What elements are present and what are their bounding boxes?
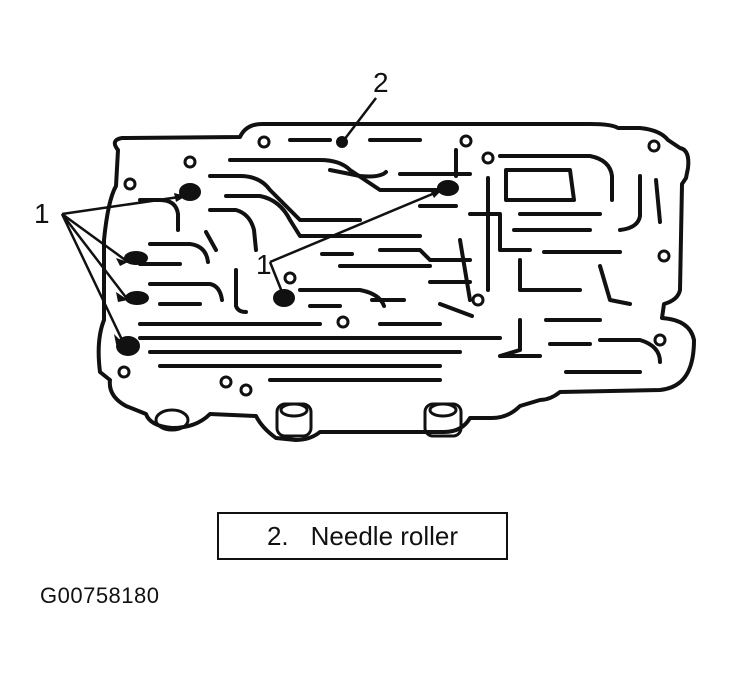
legend-box: 2. Needle roller (217, 512, 508, 560)
leader-line-2 (343, 97, 377, 141)
arrowhead-1d (114, 334, 124, 344)
bolt-holes (117, 134, 671, 397)
mounting-boss-left (275, 402, 313, 438)
callout-label-1-inner: 1 (256, 249, 272, 280)
callout-label-1: 1 (34, 198, 50, 229)
arrowhead-1e (430, 190, 442, 198)
arrowhead-1b (116, 258, 128, 266)
arrowhead-1a (174, 193, 186, 202)
mounting-boss-lower-left (154, 408, 190, 432)
arrowhead-1c (116, 292, 128, 302)
valve-body-outline (96, 122, 696, 442)
leader-lines-1 (60, 194, 187, 345)
leader-lines-1-inner (268, 188, 443, 293)
legend-text: Needle roller (310, 520, 459, 551)
fluid-passages (138, 138, 662, 382)
figure-id: G00758180 (40, 583, 160, 608)
legend-number: 2. (266, 520, 289, 551)
callout-label-2: 2 (373, 67, 389, 98)
mounting-boss-right (423, 402, 463, 438)
